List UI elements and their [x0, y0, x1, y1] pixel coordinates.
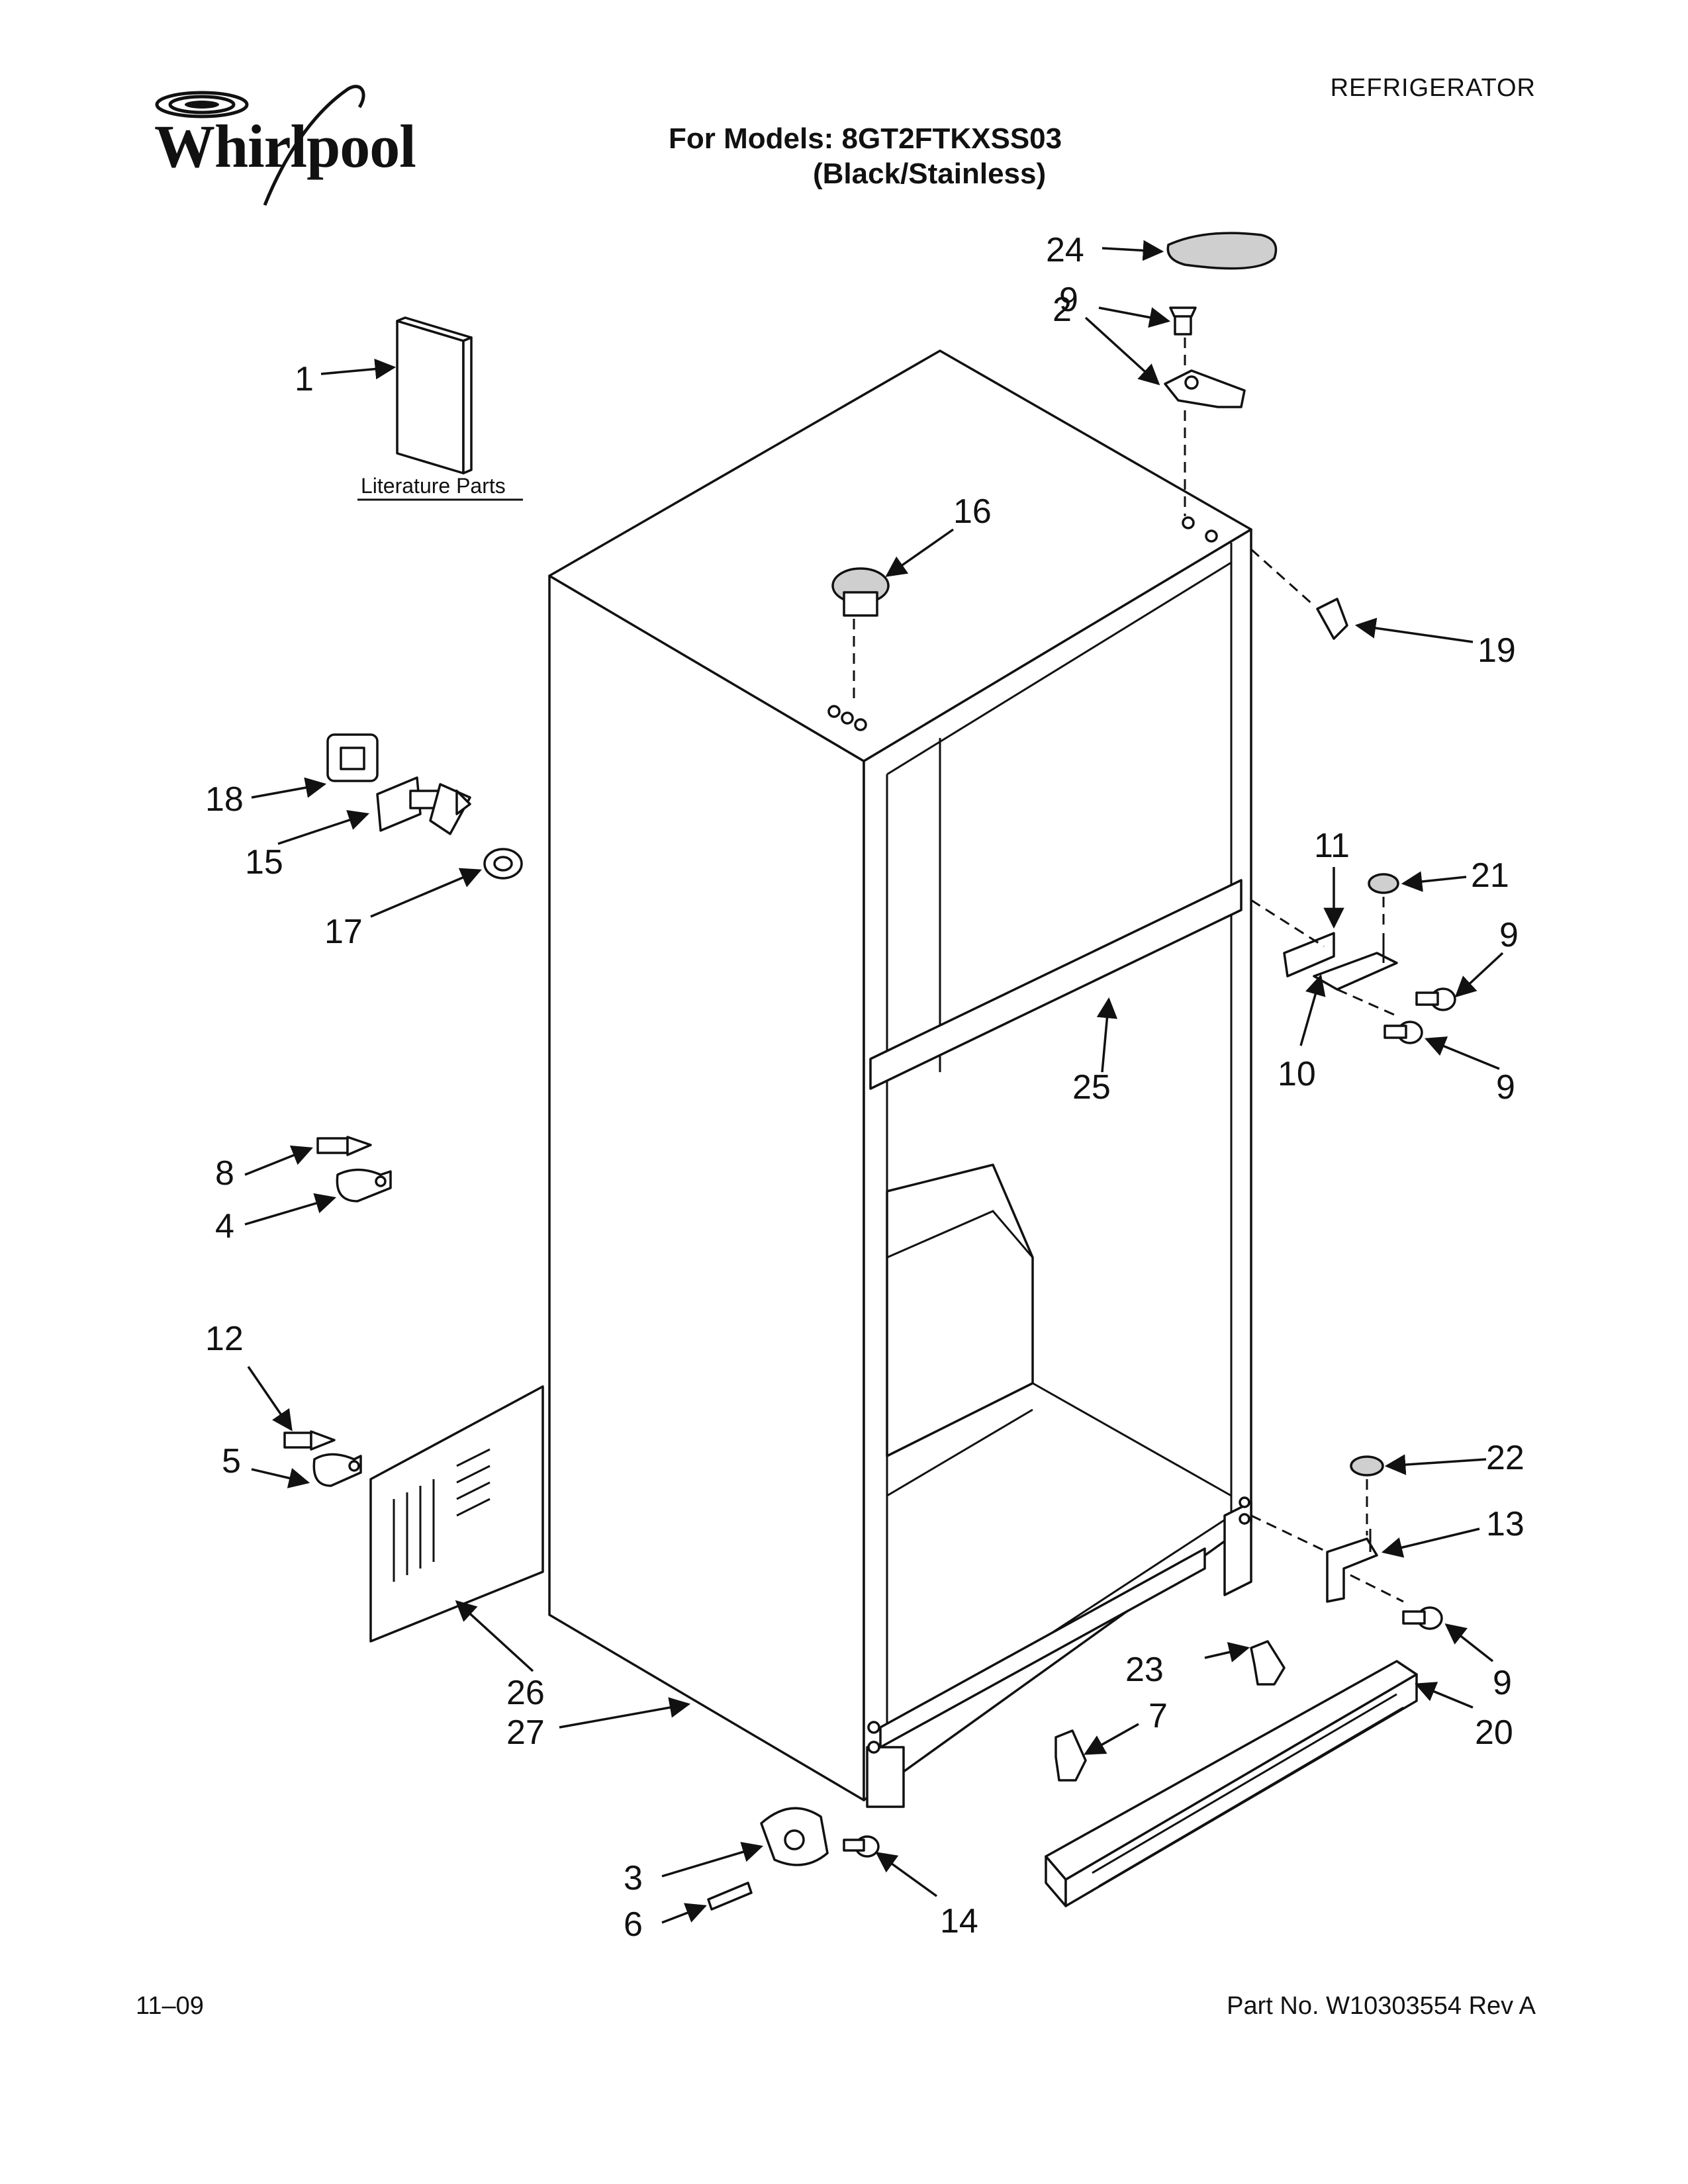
- callout-13: 13: [1486, 1505, 1524, 1543]
- clamp-part: [312, 1453, 362, 1487]
- callout-18: 18: [205, 780, 244, 819]
- top-hinge-part: [1164, 369, 1246, 408]
- callout-27: 27: [506, 1713, 545, 1752]
- washer-part: [1350, 1455, 1384, 1477]
- hinge-cover-part: [1166, 232, 1278, 270]
- literature-book-part: [396, 320, 465, 475]
- document-category: REFRIGERATOR: [1330, 74, 1536, 102]
- callout-25: 25: [1072, 1068, 1111, 1107]
- callout-24: 24: [1046, 231, 1084, 269]
- callout-7: 7: [1149, 1697, 1168, 1735]
- callout-12: 12: [205, 1320, 244, 1358]
- logo-swirl-icon: [155, 85, 365, 206]
- bottom-rail-part: [879, 1547, 1206, 1749]
- callout-26: 26: [506, 1674, 545, 1712]
- callout-21: 21: [1471, 856, 1509, 895]
- callout-16: 16: [953, 492, 992, 531]
- brand-wordmark: Whirlpool: [154, 113, 416, 180]
- screw-part: [1169, 306, 1197, 336]
- callout-22: 22: [1486, 1439, 1524, 1477]
- callout-4: 4: [215, 1207, 234, 1246]
- callout-8: 8: [215, 1154, 234, 1193]
- callout-15: 15: [245, 843, 283, 882]
- callout-23: 23: [1125, 1651, 1164, 1689]
- callout-11: 11: [1314, 827, 1350, 865]
- models-line: For Models: 8GT2FTKXSS03: [669, 122, 1062, 155]
- screw-part: [316, 1136, 372, 1156]
- pin-part: [707, 1882, 753, 1911]
- screw-part: [843, 1835, 880, 1858]
- callout-5: 5: [222, 1442, 241, 1480]
- callout-20: 20: [1475, 1713, 1513, 1752]
- hinge-pin-cap-part: [1316, 598, 1348, 640]
- callout-1: 1: [295, 360, 314, 398]
- grille-clip-part: [1055, 1729, 1087, 1782]
- washer-part: [1368, 873, 1399, 894]
- callout-14: 14: [940, 1902, 978, 1940]
- callout-9-mid-upper: 9: [1499, 916, 1519, 954]
- mullion-bar-part: [869, 879, 1243, 1090]
- grille-clip-part: [1250, 1640, 1286, 1686]
- screw-part: [1402, 1606, 1443, 1630]
- leader-lines: [244, 240, 1504, 1924]
- callout-2: 2: [1053, 291, 1072, 329]
- callout-9-top: 9: [1059, 281, 1078, 319]
- callout-9-bottom: 9: [1493, 1664, 1512, 1702]
- callout-numbers: 1 Literature Parts 2 24 9 16 19 18 15 17…: [205, 231, 1524, 1944]
- callout-6: 6: [624, 1905, 643, 1944]
- screw-part: [283, 1430, 336, 1451]
- base-grille-part: [1045, 1660, 1418, 1907]
- screw-part: [1415, 987, 1456, 1011]
- center-hinge-part: [1313, 952, 1398, 991]
- whirlpool-logo: Whirlpool: [149, 73, 416, 225]
- refrigerator-cabinet: [548, 349, 1252, 1808]
- callout-9-mid-lower: 9: [1496, 1068, 1515, 1107]
- bottom-hinge-part: [1326, 1537, 1378, 1603]
- hinge-shim-part: [1283, 932, 1335, 978]
- part-number: Part No. W10303554 Rev A: [1227, 1992, 1536, 2020]
- callout-10: 10: [1278, 1055, 1316, 1093]
- callout-19: 19: [1477, 631, 1516, 670]
- callout-17: 17: [324, 913, 363, 951]
- literature-parts-label: Literature Parts: [361, 474, 506, 498]
- callout-3: 3: [624, 1859, 643, 1897]
- date-code: 11–09: [136, 1992, 204, 2020]
- screw-part: [1383, 1021, 1423, 1044]
- shaft-assembly-part: [376, 776, 471, 835]
- variant-line: (Black/Stainless): [813, 158, 1047, 190]
- access-cover-part: [369, 1385, 544, 1643]
